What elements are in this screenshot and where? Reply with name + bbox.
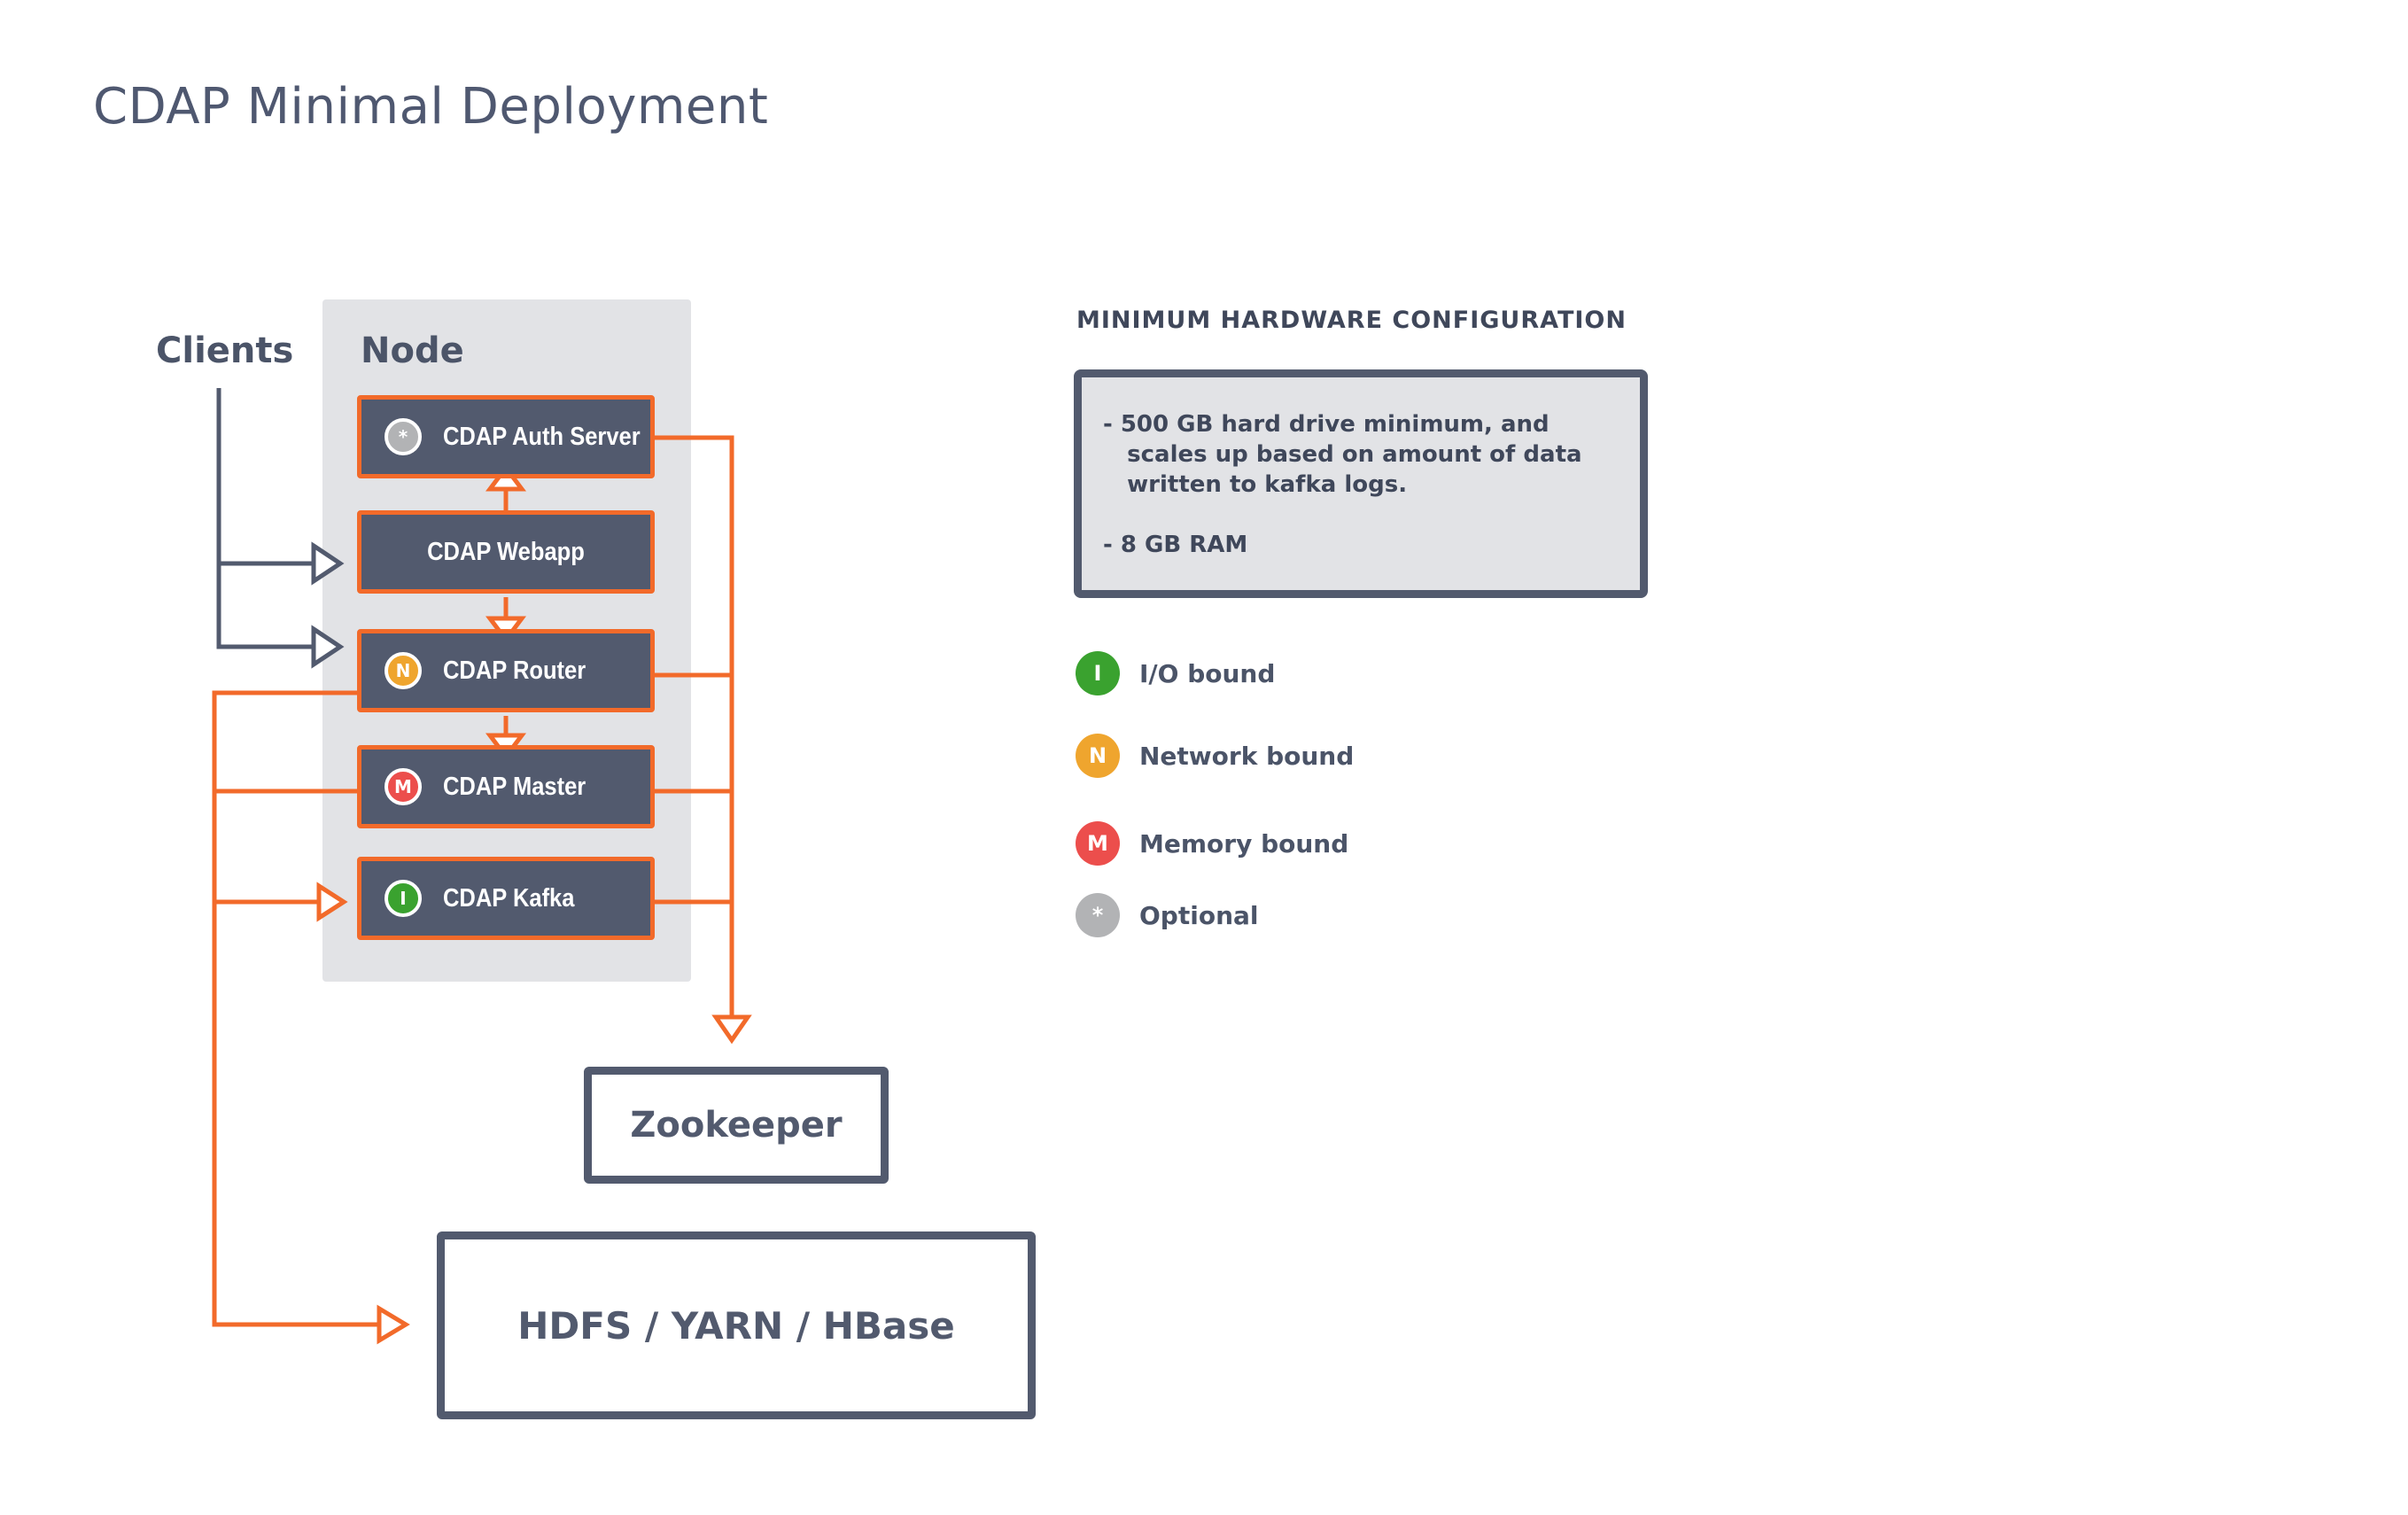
hdfs-bus	[212, 690, 410, 1345]
legend-label: Network bound	[1139, 741, 1355, 771]
legend-memory-bound: M Memory bound	[1076, 821, 1348, 866]
hardware-line: - 8 GB RAM	[1103, 532, 1248, 558]
network-badge-icon: N	[385, 652, 422, 689]
io-badge-icon: I	[385, 880, 422, 917]
service-label: CDAP Kafka	[443, 883, 575, 913]
service-cdap-kafka[interactable]: I CDAP Kafka	[357, 857, 655, 940]
optional-badge-icon: *	[385, 418, 422, 455]
legend-label: Optional	[1139, 900, 1259, 930]
legend-network-bound: N Network bound	[1076, 734, 1354, 778]
service-cdap-auth-server[interactable]: * CDAP Auth Server	[357, 395, 655, 478]
service-label: CDAP Auth Server	[443, 422, 641, 451]
hardware-config-box: - 500 GB hard drive minimum, and scales …	[1074, 369, 1648, 598]
service-cdap-router[interactable]: N CDAP Router	[357, 629, 655, 712]
memory-badge-icon: M	[385, 768, 422, 805]
legend-label: Memory bound	[1139, 828, 1349, 858]
network-badge-icon: N	[1076, 734, 1120, 778]
legend-label: I/O bound	[1139, 658, 1276, 688]
legend-optional: * Optional	[1076, 893, 1259, 937]
node-label: Node	[361, 330, 464, 371]
legend-io-bound: I I/O bound	[1076, 651, 1275, 695]
service-label: CDAP Router	[443, 656, 586, 685]
hardware-line: - 500 GB hard drive minimum, and	[1103, 411, 1550, 438]
page-title: CDAP Minimal Deployment	[93, 78, 769, 136]
hardware-config-title: MINIMUM HARDWARE CONFIGURATION	[1076, 307, 1627, 334]
io-badge-icon: I	[1076, 651, 1120, 695]
zookeeper-box[interactable]: Zookeeper	[584, 1067, 889, 1184]
hardware-line: scales up based on amount of data	[1103, 441, 1582, 468]
optional-badge-icon: *	[1076, 893, 1120, 937]
service-label: CDAP Master	[443, 772, 586, 801]
service-cdap-webapp[interactable]: CDAP Webapp	[357, 510, 655, 594]
zookeeper-bus	[655, 435, 752, 1045]
service-label: CDAP Webapp	[427, 537, 585, 566]
memory-badge-icon: M	[1076, 821, 1120, 866]
client-arrows	[216, 388, 345, 669]
service-cdap-master[interactable]: M CDAP Master	[357, 745, 655, 828]
hdfs-yarn-hbase-box[interactable]: HDFS / YARN / HBase	[437, 1231, 1036, 1419]
hardware-line: written to kafka logs.	[1103, 471, 1408, 498]
clients-label: Clients	[156, 330, 294, 371]
